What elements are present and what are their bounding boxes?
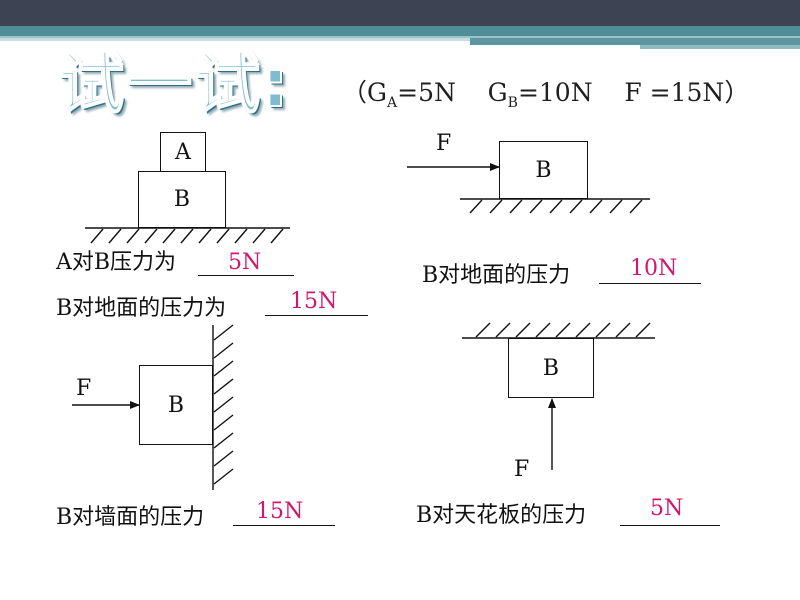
answer-underline-2 (599, 283, 701, 284)
answer-underline-4 (620, 525, 720, 526)
block-b-ceiling-label: B (542, 355, 560, 381)
answer-1b: 15N (290, 289, 338, 314)
block-b-label: B (173, 187, 191, 212)
answer-2: 10N (630, 256, 678, 281)
question-2: B对地面的压力 (422, 263, 571, 288)
block-b-floor-label: B (535, 157, 552, 183)
block-b-ceiling: B (508, 338, 594, 398)
block-b-wall: B (139, 365, 213, 445)
answer-4: 5N (650, 496, 684, 521)
answer-underline-3 (233, 525, 335, 526)
force-label-4: F (514, 457, 530, 482)
header-bar (0, 0, 800, 49)
answer-3: 15N (256, 499, 304, 524)
question-1a: A对B压力为 (56, 250, 177, 275)
ceiling-hatch (475, 322, 651, 338)
answer-1a: 5N (228, 250, 262, 275)
ground-hatch-1 (90, 228, 284, 244)
block-a-label: A (175, 139, 191, 165)
question-4: B对天花板的压力 (416, 503, 587, 528)
block-b-stacked: B (138, 171, 226, 228)
ground-hatch-2 (469, 199, 643, 214)
answer-underline-1b (265, 315, 368, 316)
force-label-2: F (436, 131, 452, 156)
block-a: A (160, 132, 206, 172)
answer-underline-1a (198, 275, 294, 276)
wall-hatch (213, 324, 234, 485)
block-b-wall-label: B (167, 392, 185, 418)
given-values: （GA=5N GB=10N F =15N） (342, 78, 750, 111)
question-1b: B对地面的压力为 (56, 296, 227, 321)
question-3: B对墙面的压力 (56, 505, 205, 530)
block-b-floor: B (499, 141, 588, 199)
force-label-3: F (76, 376, 92, 401)
page-title: 试一试: (57, 44, 291, 123)
